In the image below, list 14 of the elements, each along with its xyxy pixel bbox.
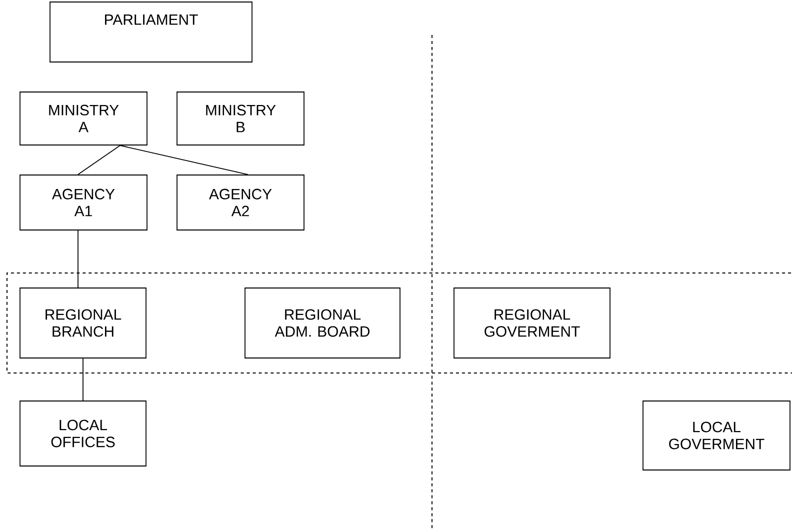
box: AGENCY A2 [176,174,304,230]
box: REGIONAL BRANCH [20,288,146,358]
connector-line [120,145,248,175]
box: PARLIAMENT [50,2,252,62]
dashed-band [6,272,792,374]
box: REGIONAL ADM. BOARD [244,288,400,358]
box: REGIONAL GOVERMENT [454,288,610,358]
box: AGENCY A1 [20,174,148,230]
box: LOCAL OFFICES [20,400,146,466]
connector-line [82,358,84,401]
box: MINISTRY B [176,92,304,146]
box: LOCAL GOVERMENT [642,400,790,470]
box: MINISTRY A [20,92,148,146]
connector-line [78,145,120,175]
